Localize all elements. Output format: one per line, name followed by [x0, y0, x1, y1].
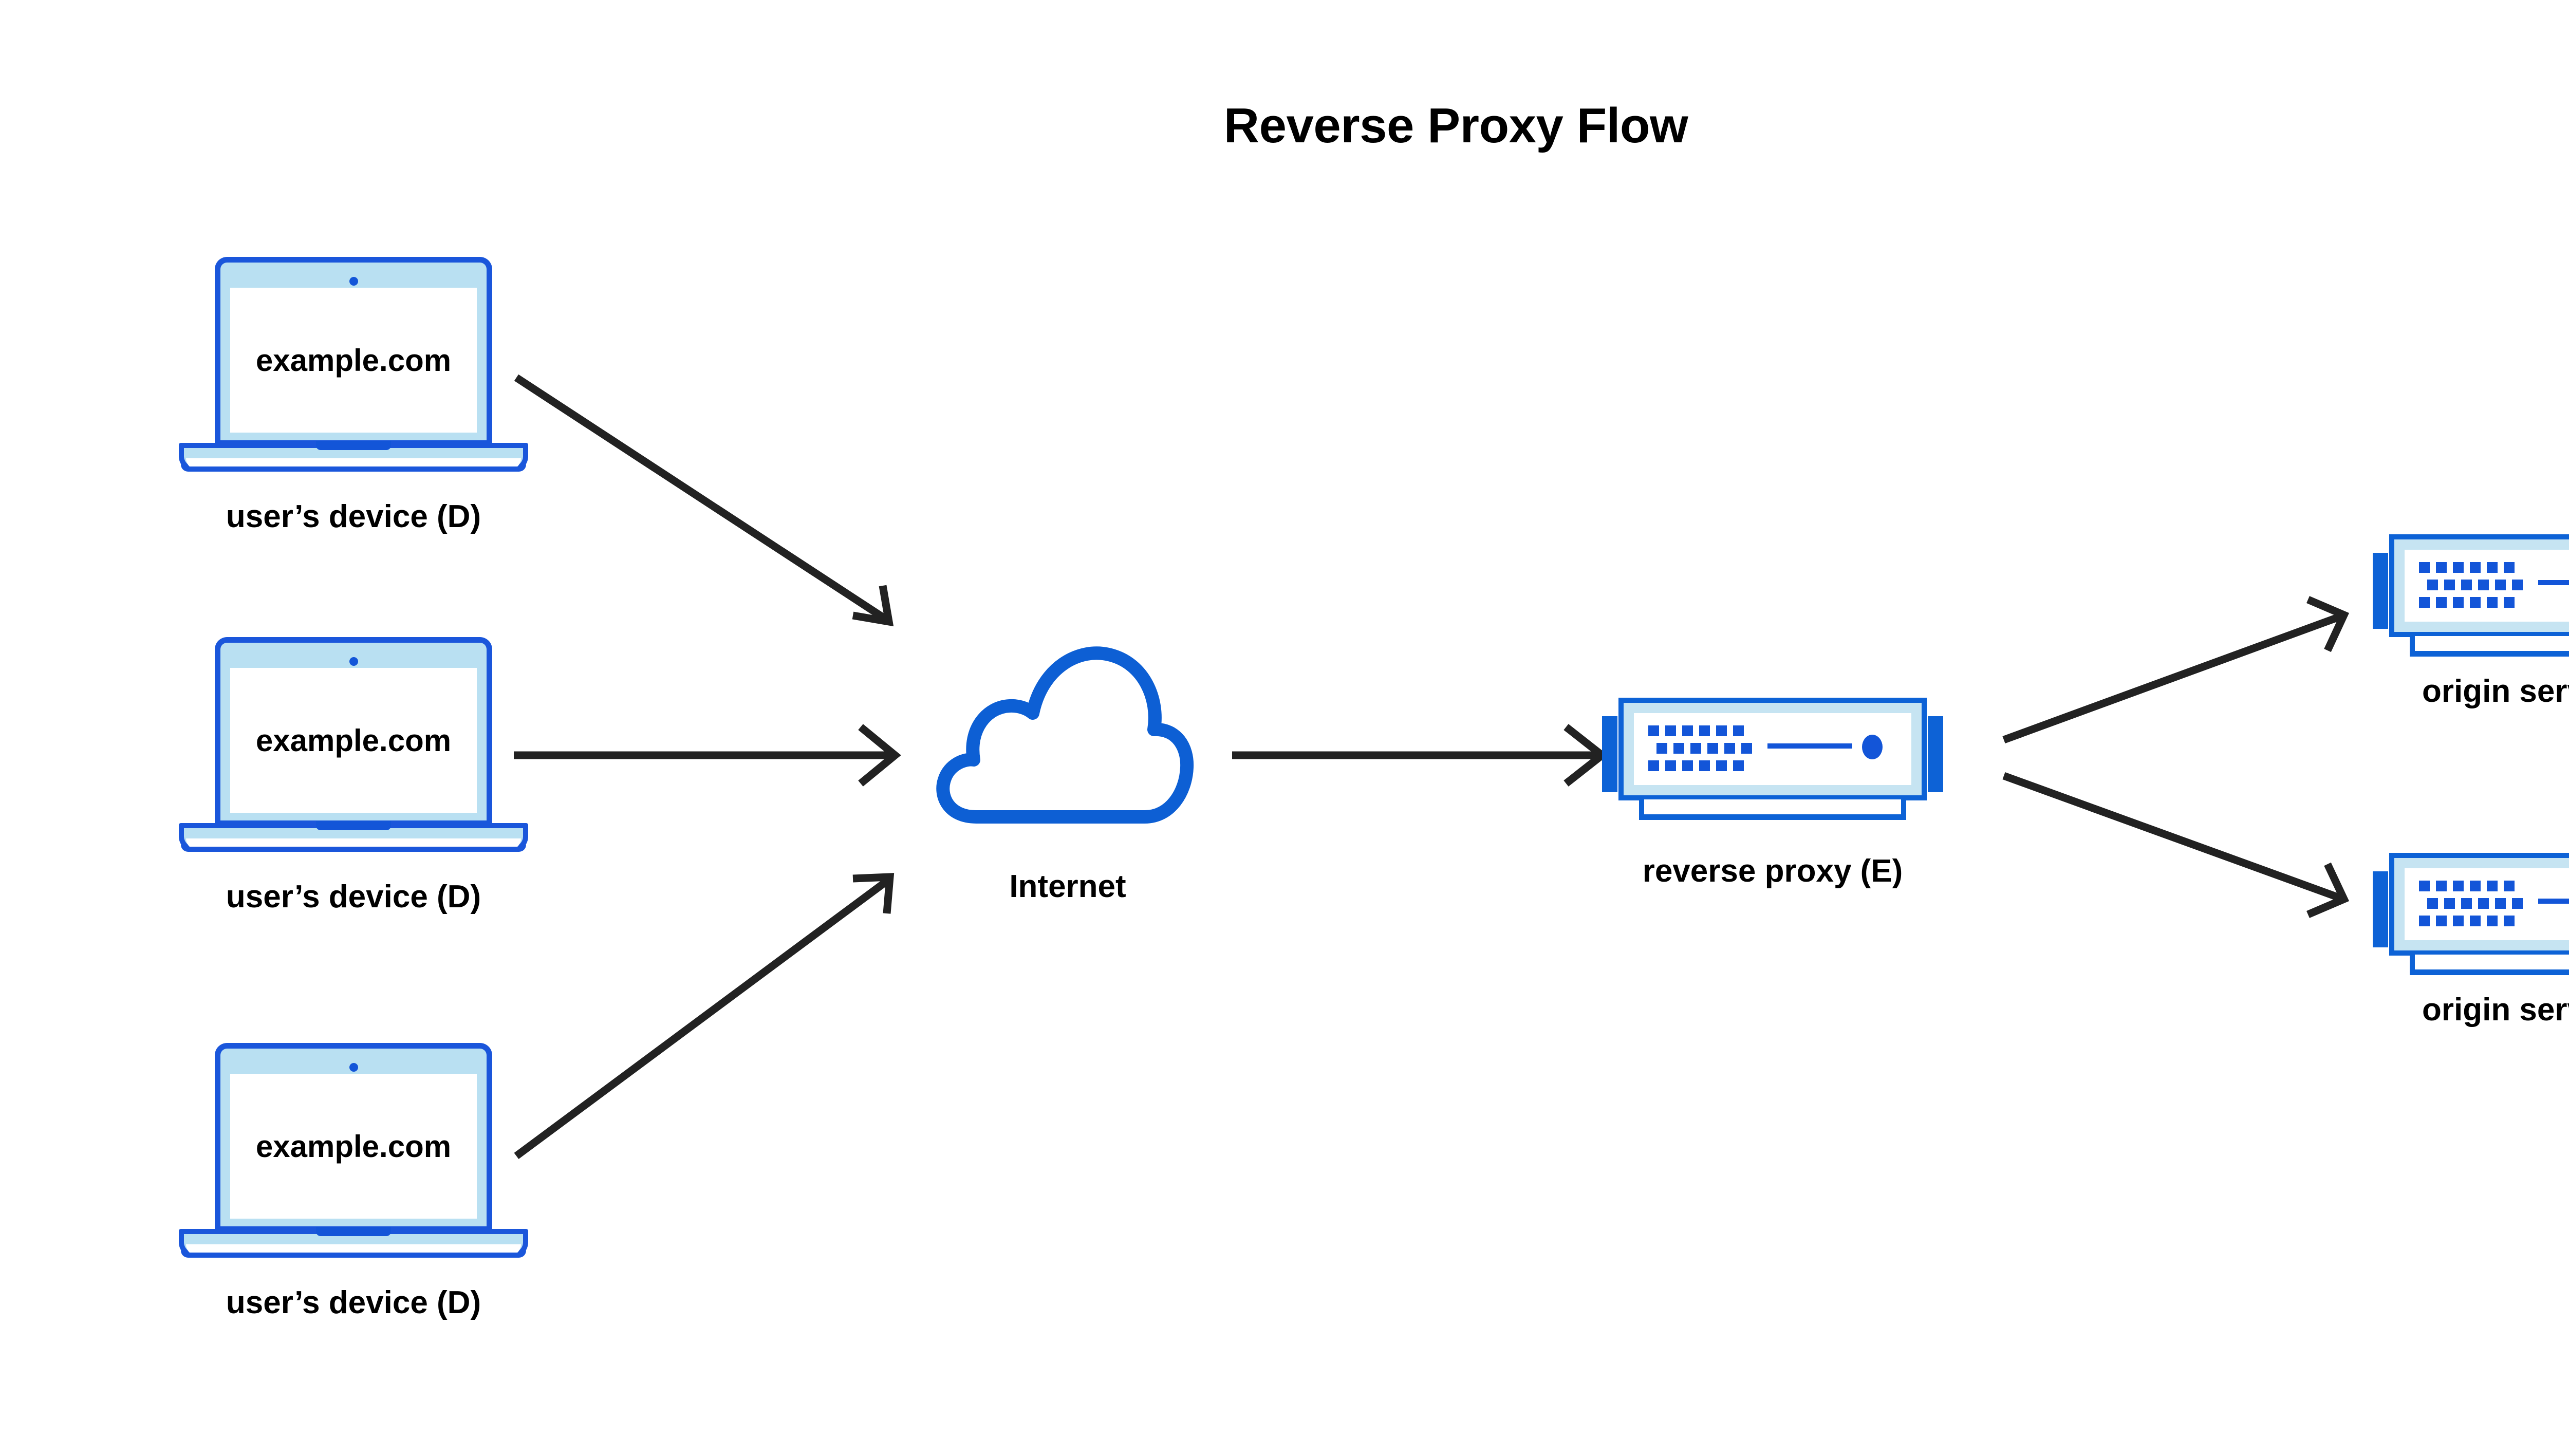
arrow-device1-to-internet	[514, 374, 888, 623]
arrowhead-proxy-to-origin2	[2306, 862, 2350, 918]
server-indicator-line	[2538, 580, 2569, 585]
server-indicator-line	[1767, 743, 1852, 749]
device-laptop-2[interactable]: example.com	[179, 637, 528, 858]
device-label-2: user’s device (D)	[226, 879, 481, 914]
server-tab-right	[1928, 716, 1943, 792]
server-shelf	[2410, 636, 2569, 657]
server-tab-left	[2373, 871, 2388, 947]
server-vent-dots	[1648, 725, 1752, 773]
arrowhead-device3-to-internet	[852, 873, 895, 914]
origin-server-label-1: origin server (F)	[2422, 674, 2569, 709]
laptop-notch	[316, 441, 391, 450]
arrowhead-device2-to-internet	[858, 724, 901, 787]
laptop-base-edge	[181, 1250, 526, 1258]
server-tab-left	[2373, 553, 2388, 629]
reverse-proxy-label: reverse proxy (E)	[1642, 853, 1903, 889]
origin-server-label-2: origin server (F)	[2422, 992, 2569, 1028]
laptop-screen	[230, 288, 477, 433]
reverse-proxy-server[interactable]	[1602, 693, 1943, 826]
server-vent-dots	[2419, 881, 2523, 928]
device-screen-text-2: example.com	[255, 723, 452, 758]
arrow-proxy-to-origin2	[2002, 772, 2342, 902]
device-screen-text-3: example.com	[255, 1129, 452, 1164]
laptop-notch	[316, 821, 391, 830]
origin-server-1[interactable]	[2373, 529, 2569, 663]
server-tab-left	[1602, 716, 1617, 792]
laptop-base-edge	[181, 464, 526, 472]
camera-icon	[349, 1063, 358, 1072]
server-shelf	[2410, 955, 2569, 975]
arrowhead-proxy-to-origin1	[2306, 596, 2350, 652]
server-led-icon	[1862, 735, 1883, 759]
camera-icon	[349, 657, 358, 666]
internet-cloud[interactable]	[920, 632, 1207, 832]
arrow-device3-to-internet	[514, 878, 889, 1160]
cloud-icon	[936, 646, 1194, 824]
device-laptop-1[interactable]: example.com	[179, 257, 528, 478]
laptop-screen	[230, 1074, 477, 1219]
page-title: Reverse Proxy Flow	[1223, 98, 1688, 153]
arrow-proxy-to-origin1	[2002, 612, 2342, 744]
origin-server-2[interactable]	[2373, 848, 2569, 981]
server-shelf	[1639, 799, 1906, 820]
server-indicator-line	[2538, 899, 2569, 904]
camera-icon	[349, 277, 358, 286]
server-vent-dots	[2419, 562, 2523, 609]
device-label-3: user’s device (D)	[226, 1285, 481, 1320]
arrowhead-device1-to-internet	[852, 585, 894, 627]
laptop-notch	[316, 1227, 391, 1236]
device-screen-text-1: example.com	[255, 343, 452, 378]
laptop-screen	[230, 668, 477, 813]
internet-label: Internet	[1009, 869, 1126, 904]
device-laptop-3[interactable]: example.com	[179, 1043, 528, 1264]
laptop-base-edge	[181, 845, 526, 852]
device-label-1: user’s device (D)	[226, 499, 481, 534]
